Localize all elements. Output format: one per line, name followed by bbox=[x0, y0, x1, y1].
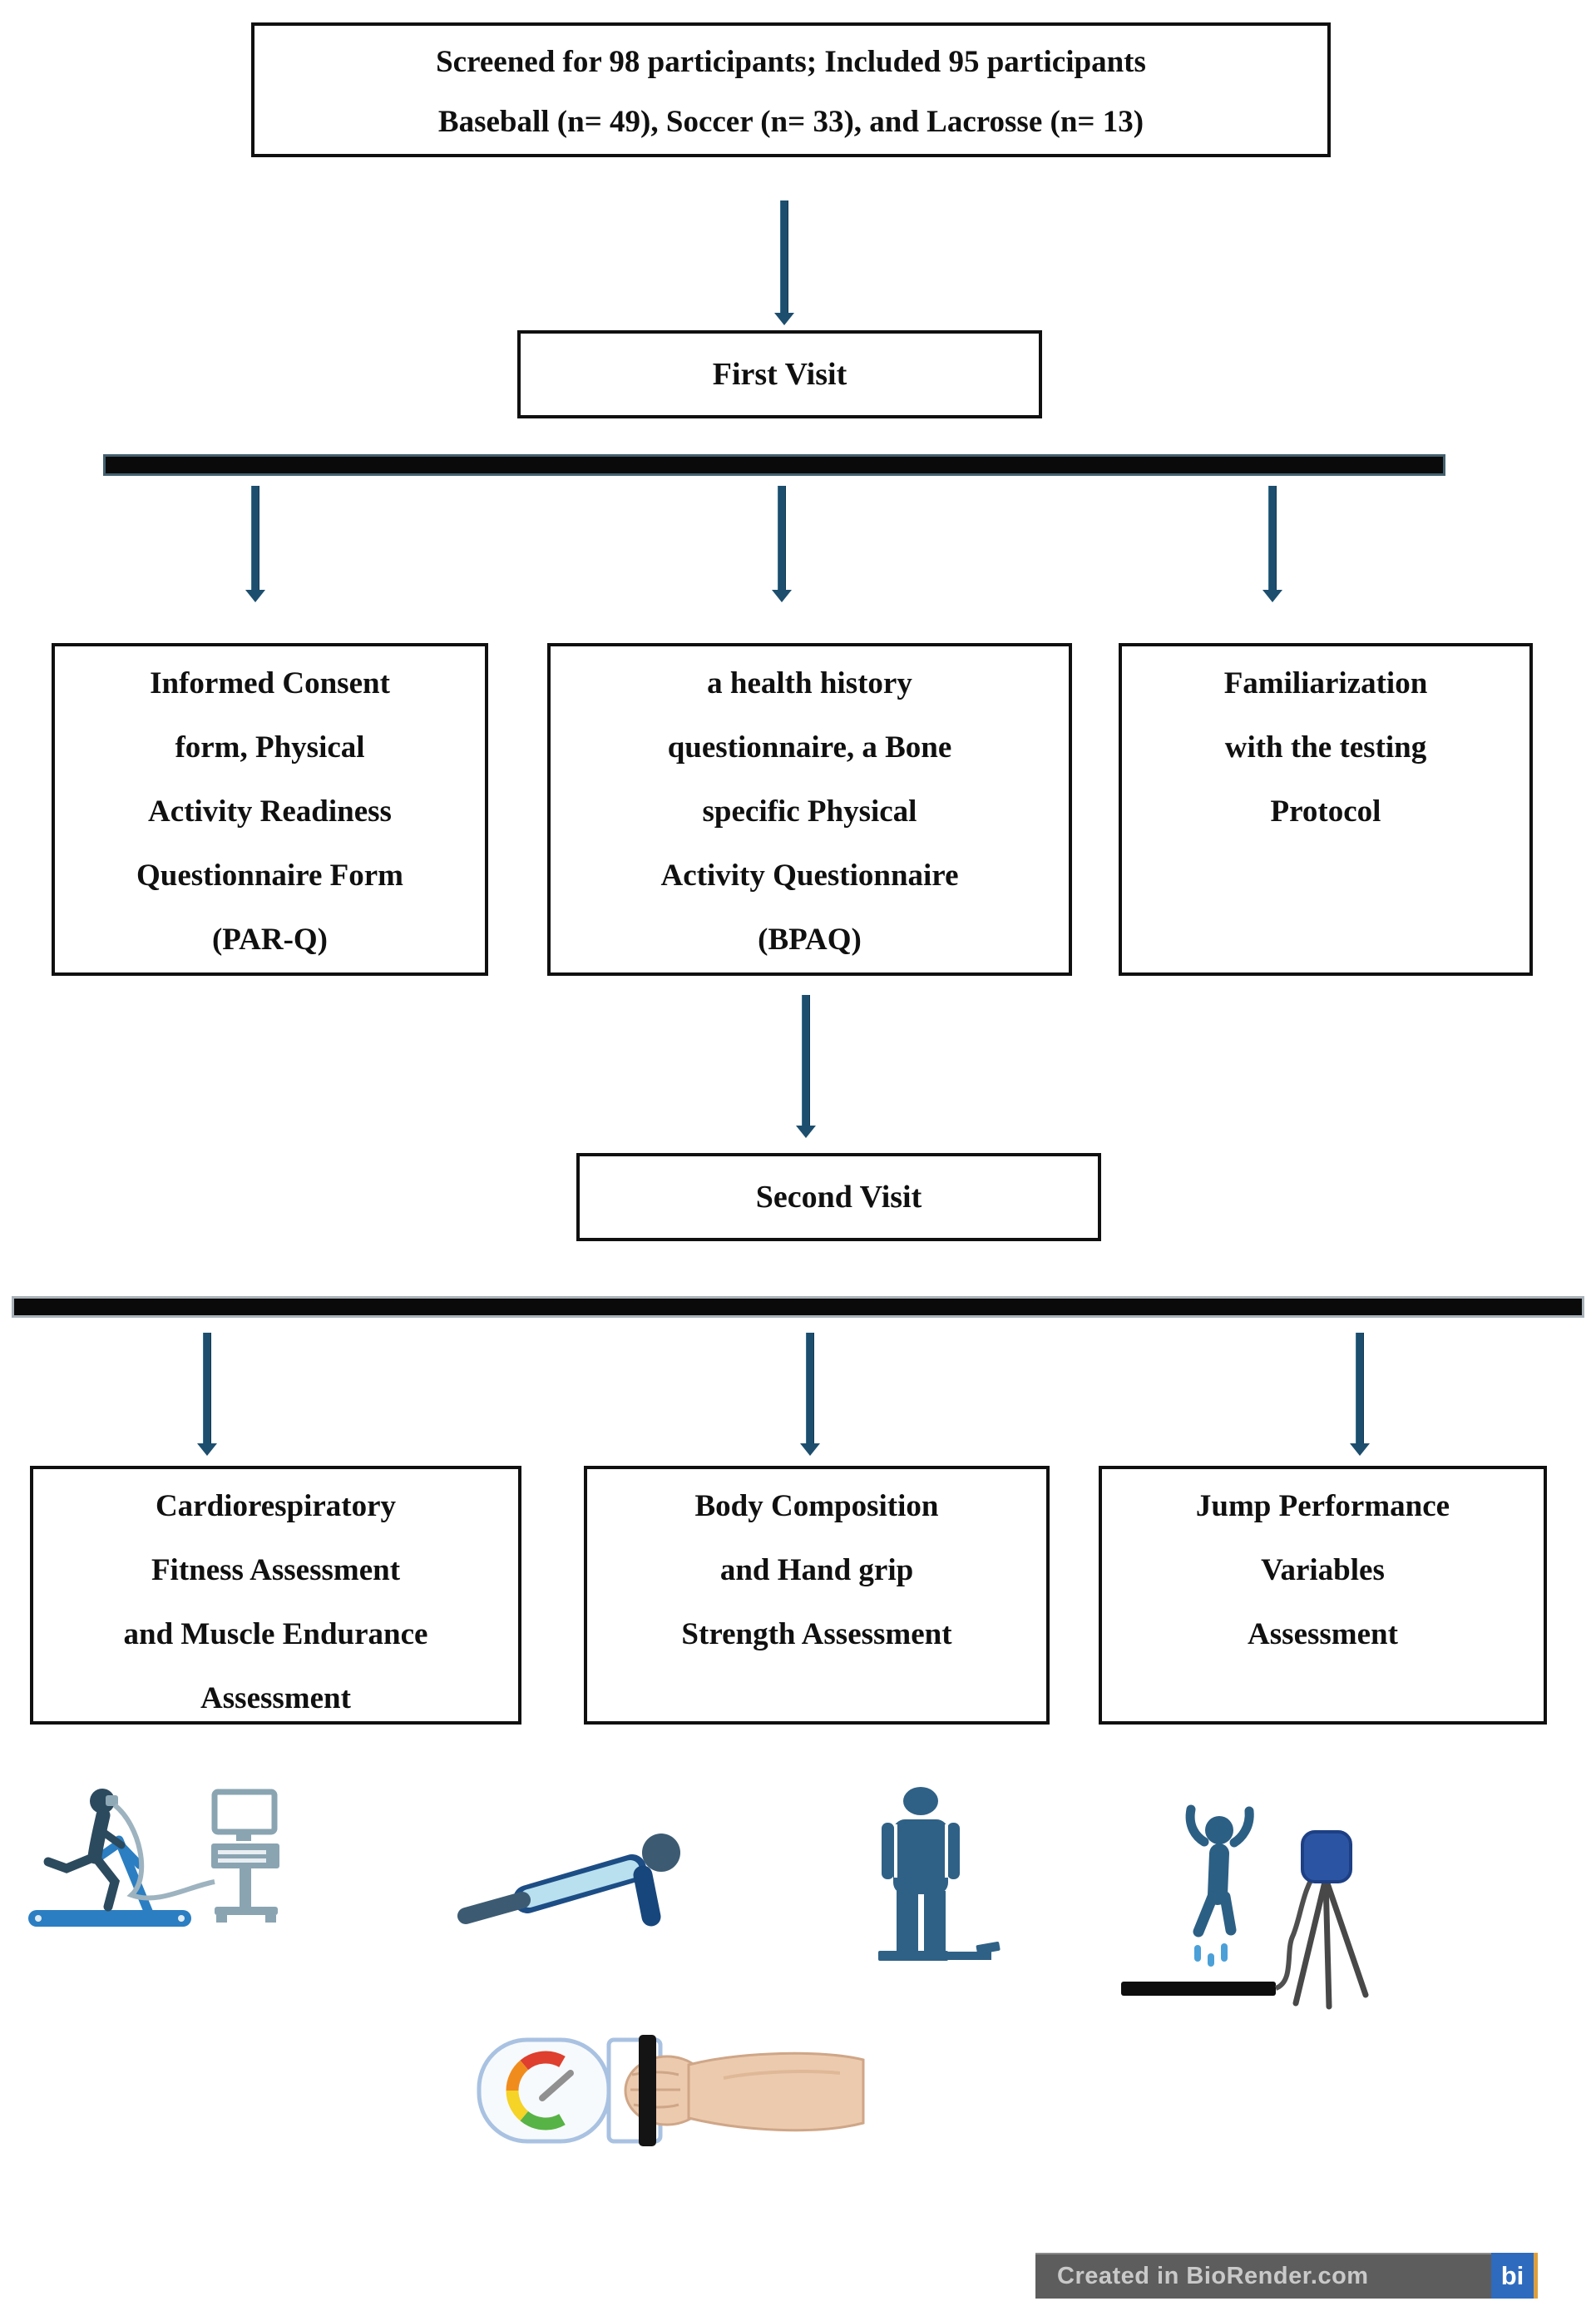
biorender-watermark: Created in BioRender.com bi bbox=[1035, 2253, 1538, 2299]
jump-performance-box: Jump Performance Variables Assessment bbox=[1099, 1466, 1547, 1725]
watermark-bar: Created in BioRender.com bbox=[1035, 2253, 1491, 2299]
branch-bar-second-visit bbox=[12, 1296, 1584, 1318]
consent-parq-box: Informed Consent form, Physical Activity… bbox=[52, 643, 488, 976]
health-history-bpaq-box: a health history questionnaire, a Bone s… bbox=[547, 643, 1072, 976]
jump-force-plate-icon bbox=[1114, 1789, 1381, 2013]
arrow-shaft bbox=[802, 995, 810, 1126]
flow-arrow-top bbox=[773, 200, 795, 325]
cardio-endurance-box: Cardiorespiratory Fitness Assessment and… bbox=[30, 1466, 521, 1725]
biorender-logo-icon: bi bbox=[1491, 2253, 1534, 2299]
arrow-shaft bbox=[780, 200, 788, 313]
arrow-head-icon bbox=[800, 1443, 820, 1456]
flow-arrow bbox=[245, 486, 266, 602]
arrow-shaft bbox=[251, 486, 259, 590]
arrow-shaft bbox=[806, 1333, 814, 1443]
flow-arrow bbox=[1349, 1333, 1371, 1456]
arrow-head-icon bbox=[1350, 1443, 1370, 1456]
watermark-text: Created in BioRender.com bbox=[1057, 2263, 1369, 2289]
arrow-shaft bbox=[778, 486, 786, 590]
arrow-shaft bbox=[203, 1333, 211, 1443]
branch-bar-first-visit bbox=[103, 454, 1445, 476]
flow-arrow-mid bbox=[795, 995, 817, 1138]
body-composition-standing-icon bbox=[857, 1784, 1006, 1972]
familiarization-box: Familiarization with the testing Protoco… bbox=[1119, 643, 1533, 976]
flow-arrow bbox=[771, 486, 793, 602]
arrow-head-icon bbox=[245, 590, 265, 602]
flow-arrow bbox=[799, 1333, 821, 1456]
treadmill-vo2max-test-icon bbox=[25, 1780, 291, 1938]
arrow-head-icon bbox=[1262, 590, 1282, 602]
flow-arrow bbox=[196, 1333, 218, 1456]
biorender-logo-edge-icon bbox=[1534, 2253, 1538, 2299]
second-visit-box: Second Visit bbox=[576, 1153, 1101, 1241]
arrow-head-icon bbox=[197, 1443, 217, 1456]
arrow-head-icon bbox=[772, 590, 792, 602]
arrow-shaft bbox=[1268, 486, 1277, 590]
bodycomp-handgrip-box: Body Composition and Hand grip Strength … bbox=[584, 1466, 1050, 1725]
pushup-endurance-icon bbox=[441, 1822, 707, 1930]
handgrip-dynamometer-icon bbox=[474, 2030, 865, 2155]
arrow-head-icon bbox=[774, 313, 794, 325]
arrow-head-icon bbox=[796, 1126, 816, 1138]
flow-arrow bbox=[1262, 486, 1283, 602]
arrow-shaft bbox=[1356, 1333, 1364, 1443]
first-visit-box: First Visit bbox=[517, 330, 1042, 418]
screening-box: Screened for 98 participants; Included 9… bbox=[251, 22, 1331, 157]
